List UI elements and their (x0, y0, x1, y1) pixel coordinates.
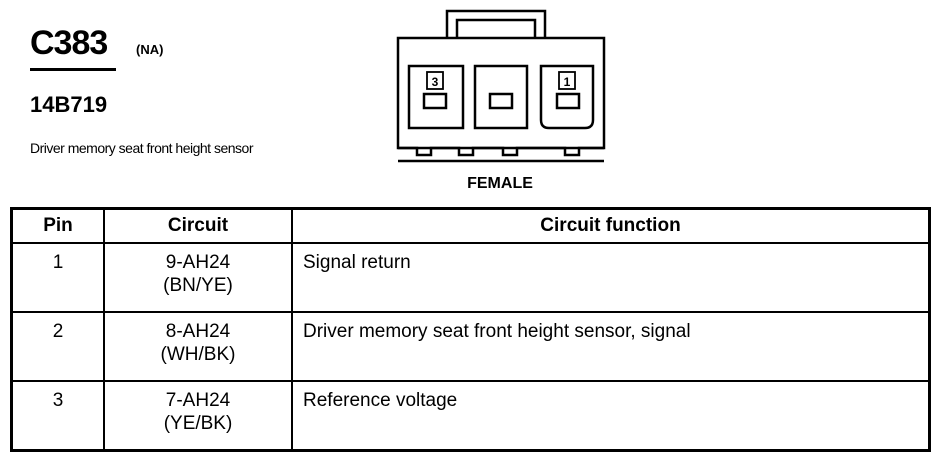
pin-cell: 3 (10, 379, 105, 452)
circuit-number: 9-AH24 (165, 252, 231, 273)
circuit-number: 7-AH24 (165, 389, 231, 411)
terminal-1 (555, 92, 581, 110)
cavity-2 (473, 64, 529, 130)
circuit-cell: 9-AH24 (BN/YE) (103, 242, 293, 313)
connector-face-diagram: 3 1 (396, 9, 606, 163)
cavity-3 (407, 64, 465, 130)
pin-cell: 2 (10, 310, 105, 382)
connector-code-underline (30, 68, 116, 71)
pin-cell: 1 (10, 242, 105, 313)
cavity-3-label-box (426, 71, 444, 90)
cavity-1 (539, 64, 595, 130)
part-number: 14B719 (30, 92, 108, 117)
cavity-label-1: 1 (564, 75, 571, 89)
connector-bottom-keys (398, 146, 604, 157)
connector-gender: FEMALE (467, 175, 533, 192)
table-header-row: Pin Circuit Circuit function (10, 207, 931, 244)
function-cell: Signal return (291, 242, 931, 313)
function-cell: Reference voltage (291, 379, 931, 452)
column-header-function: Circuit function (291, 207, 931, 244)
wire-color: (BN/YE) (163, 274, 233, 296)
column-header-circuit: Circuit (103, 207, 293, 244)
table-row: 1 9-AH24 (BN/YE) Signal return (10, 242, 931, 313)
function-cell: Driver memory seat front height sensor, … (291, 310, 931, 382)
cavity-1-label-box (558, 71, 576, 90)
circuit-number: 8-AH24 (165, 320, 231, 342)
circuit-cell: 8-AH24 (WH/BK) (103, 310, 293, 382)
connector-latch (445, 9, 547, 38)
table-row: 3 7-AH24 (YE/BK) Reference voltage (10, 379, 931, 452)
column-header-pin: Pin (10, 207, 105, 244)
pinout-table: Pin Circuit Circuit function 1 9-AH24 (B… (10, 207, 931, 452)
connector-latch-inner (455, 18, 537, 38)
wire-color: (WH/BK) (160, 343, 236, 365)
cavity-label-3: 3 (432, 75, 439, 89)
wire-color: (YE/BK) (163, 412, 233, 434)
region-code: (NA) (136, 42, 164, 57)
table-row: 2 8-AH24 (WH/BK) Driver memory seat fron… (10, 310, 931, 382)
circuit-cell: 7-AH24 (YE/BK) (103, 379, 293, 452)
terminal-2 (488, 92, 514, 110)
connector-code: C383 (30, 24, 108, 62)
terminal-3 (422, 92, 448, 110)
connector-description: Driver memory seat front height sensor (30, 140, 253, 156)
